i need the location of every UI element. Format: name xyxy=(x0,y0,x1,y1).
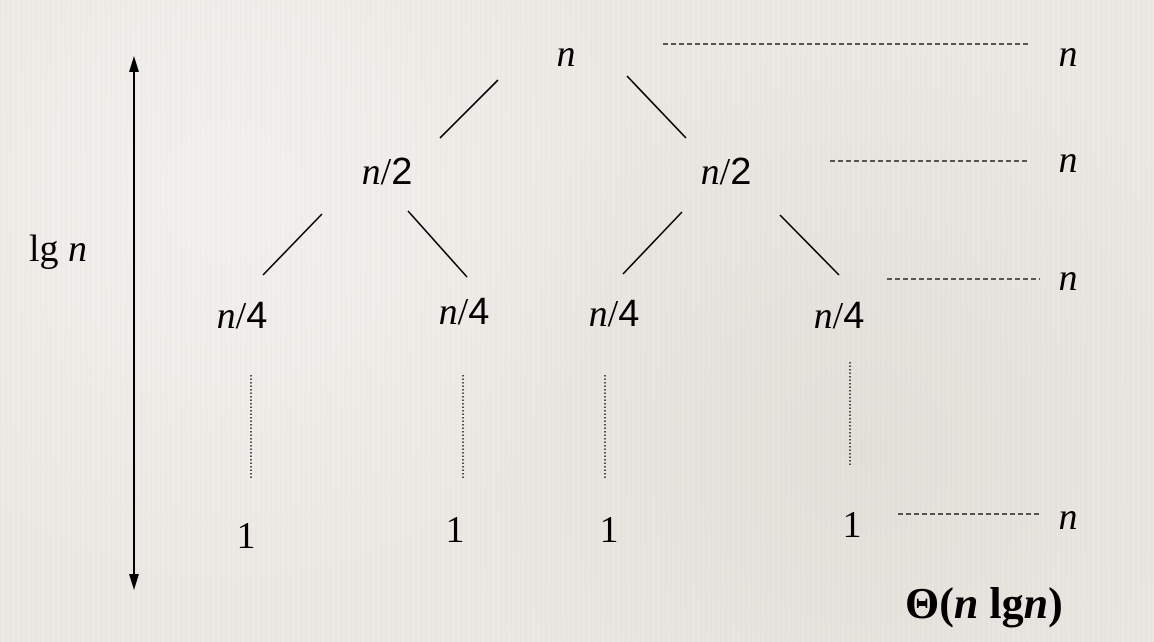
edge-l1b-left xyxy=(622,211,683,275)
edge-root-left xyxy=(439,79,499,139)
leaf-node-2: 1 xyxy=(445,509,465,551)
level2-node-1: n/4 xyxy=(216,295,268,337)
edge-l1a-right xyxy=(407,210,468,278)
height-arrow xyxy=(129,56,139,590)
level-cost-leaders xyxy=(663,43,1042,515)
height-label-lg: lg xyxy=(28,228,59,270)
tree-edges xyxy=(262,75,840,278)
tree-height-label: lg n xyxy=(29,230,87,268)
leaf-node-3: 1 xyxy=(599,509,619,551)
edge-root-right xyxy=(626,75,687,139)
level-cost-leaf: n xyxy=(1058,496,1078,538)
level-cost-1: n xyxy=(1058,139,1078,181)
level1-node-left: n/2 xyxy=(361,151,413,193)
depth-continuation-lines xyxy=(250,362,851,478)
height-label-n: n xyxy=(68,228,88,270)
root-node: n xyxy=(556,33,576,75)
leaf-node-4: 1 xyxy=(842,504,862,546)
level1-node-right: n/2 xyxy=(700,151,752,193)
leaf-node-1: 1 xyxy=(236,515,256,557)
edge-l1a-left xyxy=(262,213,323,276)
level2-node-4: n/4 xyxy=(813,295,865,337)
level2-node-2: n/4 xyxy=(438,291,490,333)
level-cost-0: n xyxy=(1058,33,1078,75)
level2-node-3: n/4 xyxy=(588,293,640,335)
level-cost-2: n xyxy=(1058,257,1078,299)
edge-l1b-right xyxy=(779,214,840,276)
total-cost-label: Θ(n lgn) xyxy=(905,579,1063,628)
